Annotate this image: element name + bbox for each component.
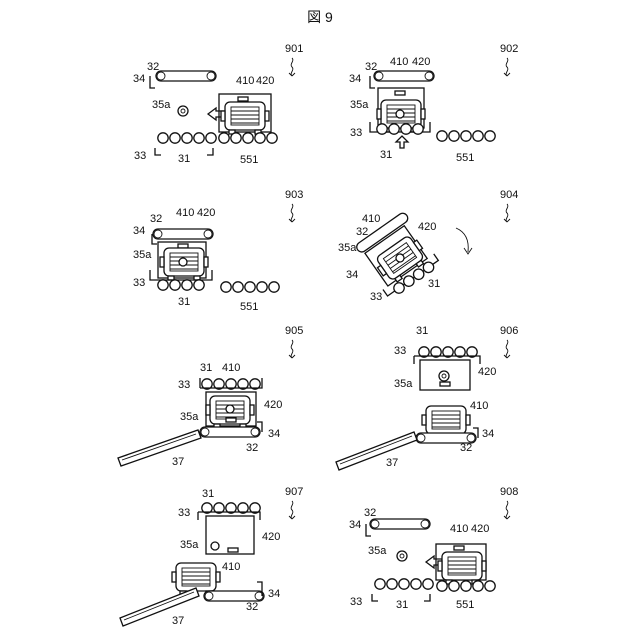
ref-label: 31 [416, 325, 428, 337]
ref-label: 33 [350, 596, 362, 608]
ref-label: 34 [349, 73, 361, 85]
ref-label: 35a [180, 539, 199, 551]
ref-label: 410 [450, 523, 468, 535]
ref-label: 34 [268, 428, 280, 440]
panel-number: 901 [285, 43, 303, 55]
ref-label: 32 [246, 601, 258, 613]
panel-number: 904 [500, 189, 518, 201]
panel-number: 907 [285, 486, 303, 498]
ref-label: 31 [178, 153, 190, 165]
ref-label: 420 [262, 531, 280, 543]
ref-label: 31 [396, 599, 408, 611]
ref-label: 410 [390, 56, 408, 68]
panel-908: 908 32 34 35a 410 420 33 31 551 [349, 486, 518, 611]
ref-label: 35a [350, 99, 369, 111]
panel-number: 908 [500, 486, 518, 498]
ref-label: 33 [178, 379, 190, 391]
ref-label: 33 [134, 150, 146, 162]
ref-label: 420 [471, 523, 489, 535]
ref-label: 31 [380, 149, 392, 161]
panel-905: 905 31 410 33 35a 420 34 32 37 [118, 325, 303, 468]
ref-label: 35a [394, 378, 413, 390]
ref-label: 32 [246, 442, 258, 454]
panel-906: 906 31 33 35a 420 410 34 32 37 [336, 325, 518, 470]
panel-number: 905 [285, 325, 303, 337]
ref-label: 34 [349, 519, 361, 531]
ref-label: 33 [370, 291, 382, 303]
panel-number: 906 [500, 325, 518, 337]
ref-label: 37 [386, 457, 398, 469]
ref-label: 420 [197, 207, 215, 219]
ref-label: 34 [268, 588, 280, 600]
panel-number: 902 [500, 43, 518, 55]
ref-label: 33 [394, 345, 406, 357]
ref-label: 551 [240, 301, 258, 313]
panel-907: 907 31 33 420 35a 410 34 32 37 [120, 486, 303, 627]
ref-label: 33 [133, 277, 145, 289]
ref-label: 35a [338, 242, 357, 254]
ref-label: 31 [200, 362, 212, 374]
figure-title: 図 9 [307, 9, 333, 25]
ref-label: 37 [172, 456, 184, 468]
ref-label: 32 [150, 213, 162, 225]
ref-label: 410 [236, 75, 254, 87]
ref-label: 420 [256, 75, 274, 87]
ref-label: 32 [147, 61, 159, 73]
ref-label: 33 [350, 127, 362, 139]
ref-label: 410 [470, 400, 488, 412]
ref-label: 551 [240, 154, 258, 166]
ref-label: 35a [152, 99, 171, 111]
ref-label: 410 [176, 207, 194, 219]
ref-label: 34 [346, 269, 358, 281]
ref-label: 35a [133, 249, 152, 261]
panel-904: 904 410 32 420 35a 34 33 31 [338, 189, 518, 303]
ref-label: 32 [365, 61, 377, 73]
ref-label: 34 [133, 73, 145, 85]
panel-901: 901 32 34 35a 410 420 33 31 551 [133, 43, 303, 166]
ref-label: 420 [418, 221, 436, 233]
ref-label: 32 [460, 442, 472, 454]
ref-label: 35a [180, 411, 199, 423]
ref-label: 410 [222, 362, 240, 374]
ref-label: 420 [478, 366, 496, 378]
panel-902: 902 32 34 35a 410 420 33 31 551 [349, 43, 518, 164]
ref-label: 34 [133, 225, 145, 237]
ref-label: 410 [222, 561, 240, 573]
ref-label: 33 [178, 507, 190, 519]
ref-label: 32 [356, 226, 368, 238]
ref-label: 32 [364, 507, 376, 519]
ref-label: 31 [428, 278, 440, 290]
ref-label: 31 [178, 296, 190, 308]
ref-label: 420 [264, 399, 282, 411]
ref-label: 410 [362, 213, 380, 225]
ref-label: 420 [412, 56, 430, 68]
ref-label: 34 [482, 428, 494, 440]
panel-903: 903 32 34 35a 410 420 33 31 551 [133, 189, 303, 313]
ref-label: 551 [456, 599, 474, 611]
ref-label: 31 [202, 488, 214, 500]
ref-label: 551 [456, 152, 474, 164]
ref-label: 35a [368, 545, 387, 557]
ref-label: 37 [172, 615, 184, 627]
panel-number: 903 [285, 189, 303, 201]
